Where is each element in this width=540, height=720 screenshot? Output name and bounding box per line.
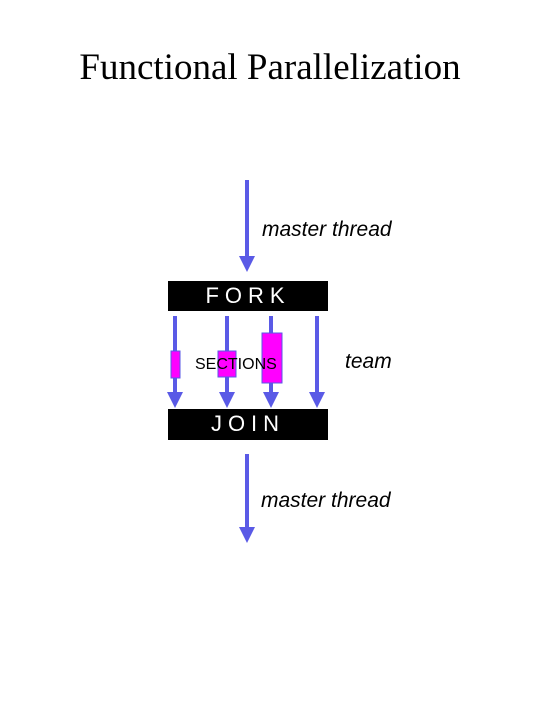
- fork-label: FORK: [205, 283, 290, 308]
- master-thread-label-bottom: master thread: [261, 489, 392, 512]
- team-label: team: [345, 350, 392, 373]
- fork-bar: [168, 281, 328, 311]
- join-label: JOIN: [211, 411, 285, 436]
- section-block-1: [170, 350, 181, 379]
- section-block-2: [217, 350, 237, 378]
- slide-title: Functional Parallelization: [79, 47, 461, 88]
- section-block-3: [261, 332, 283, 384]
- sections-label: SECTIONS: [195, 356, 277, 373]
- master-thread-label-top: master thread: [262, 218, 393, 241]
- join-bar: [168, 409, 328, 440]
